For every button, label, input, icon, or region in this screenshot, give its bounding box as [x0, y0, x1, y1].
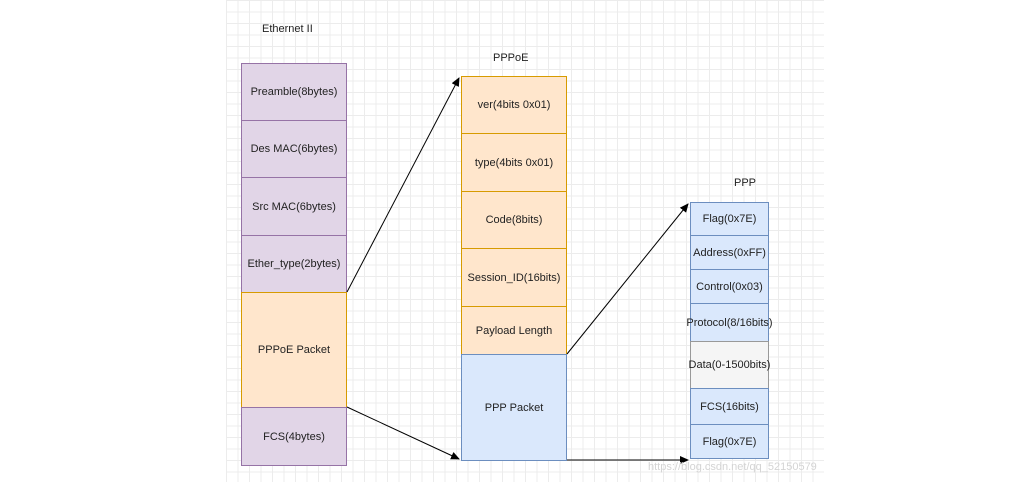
ppp-field-address: Address(0xFF): [690, 235, 769, 270]
ethernet-field-preamble: Preamble(8bytes): [241, 63, 347, 121]
ethernet-field-ether-type: Ether_type(2bytes): [241, 235, 347, 293]
watermark: https://blog.csdn.net/qq_52150579: [648, 461, 817, 473]
ppp-field-fcs: FCS(16bits): [690, 388, 769, 425]
ppp-title: PPP: [734, 177, 757, 189]
arrow-ppp-packet-top: [566, 203, 689, 355]
ethernet-field-src-mac: Src MAC(6bytes): [241, 177, 347, 236]
ethernet-field-fcs: FCS(4bytes): [241, 407, 347, 466]
ppp-field-protocol: Protocol(8/16bits): [686, 303, 773, 342]
pppoe-field-type: type(4bits 0x01): [461, 133, 567, 192]
pppoe-frame: ver(4bits 0x01) type(4bits 0x01) Code(8b…: [461, 76, 567, 461]
ppp-field-control: Control(0x03): [690, 269, 769, 304]
pppoe-field-code: Code(8bits): [461, 191, 567, 249]
ppp-frame: Flag(0x7E) Address(0xFF) Control(0x03) P…: [686, 202, 773, 459]
pppoe-field-session-id: Session_ID(16bits): [461, 248, 567, 307]
arrow-pppoe-packet-top: [346, 77, 460, 293]
ppp-field-flag-end: Flag(0x7E): [690, 424, 769, 459]
ppp-field-flag-start: Flag(0x7E): [690, 202, 769, 236]
ethernet-title: Ethernet II: [262, 23, 313, 35]
pppoe-field-payload-length: Payload Length: [461, 306, 567, 355]
pppoe-field-ver: ver(4bits 0x01): [461, 76, 567, 134]
pppoe-field-ppp-packet: PPP Packet: [461, 354, 567, 461]
ethernet-frame: Preamble(8bytes) Des MAC(6bytes) Src MAC…: [241, 63, 347, 466]
arrow-pppoe-packet-bottom: [346, 406, 460, 460]
ethernet-field-dest-mac: Des MAC(6bytes): [241, 120, 347, 178]
pppoe-title: PPPoE: [493, 52, 529, 64]
ppp-field-data: Data(0-1500bits): [689, 341, 770, 389]
